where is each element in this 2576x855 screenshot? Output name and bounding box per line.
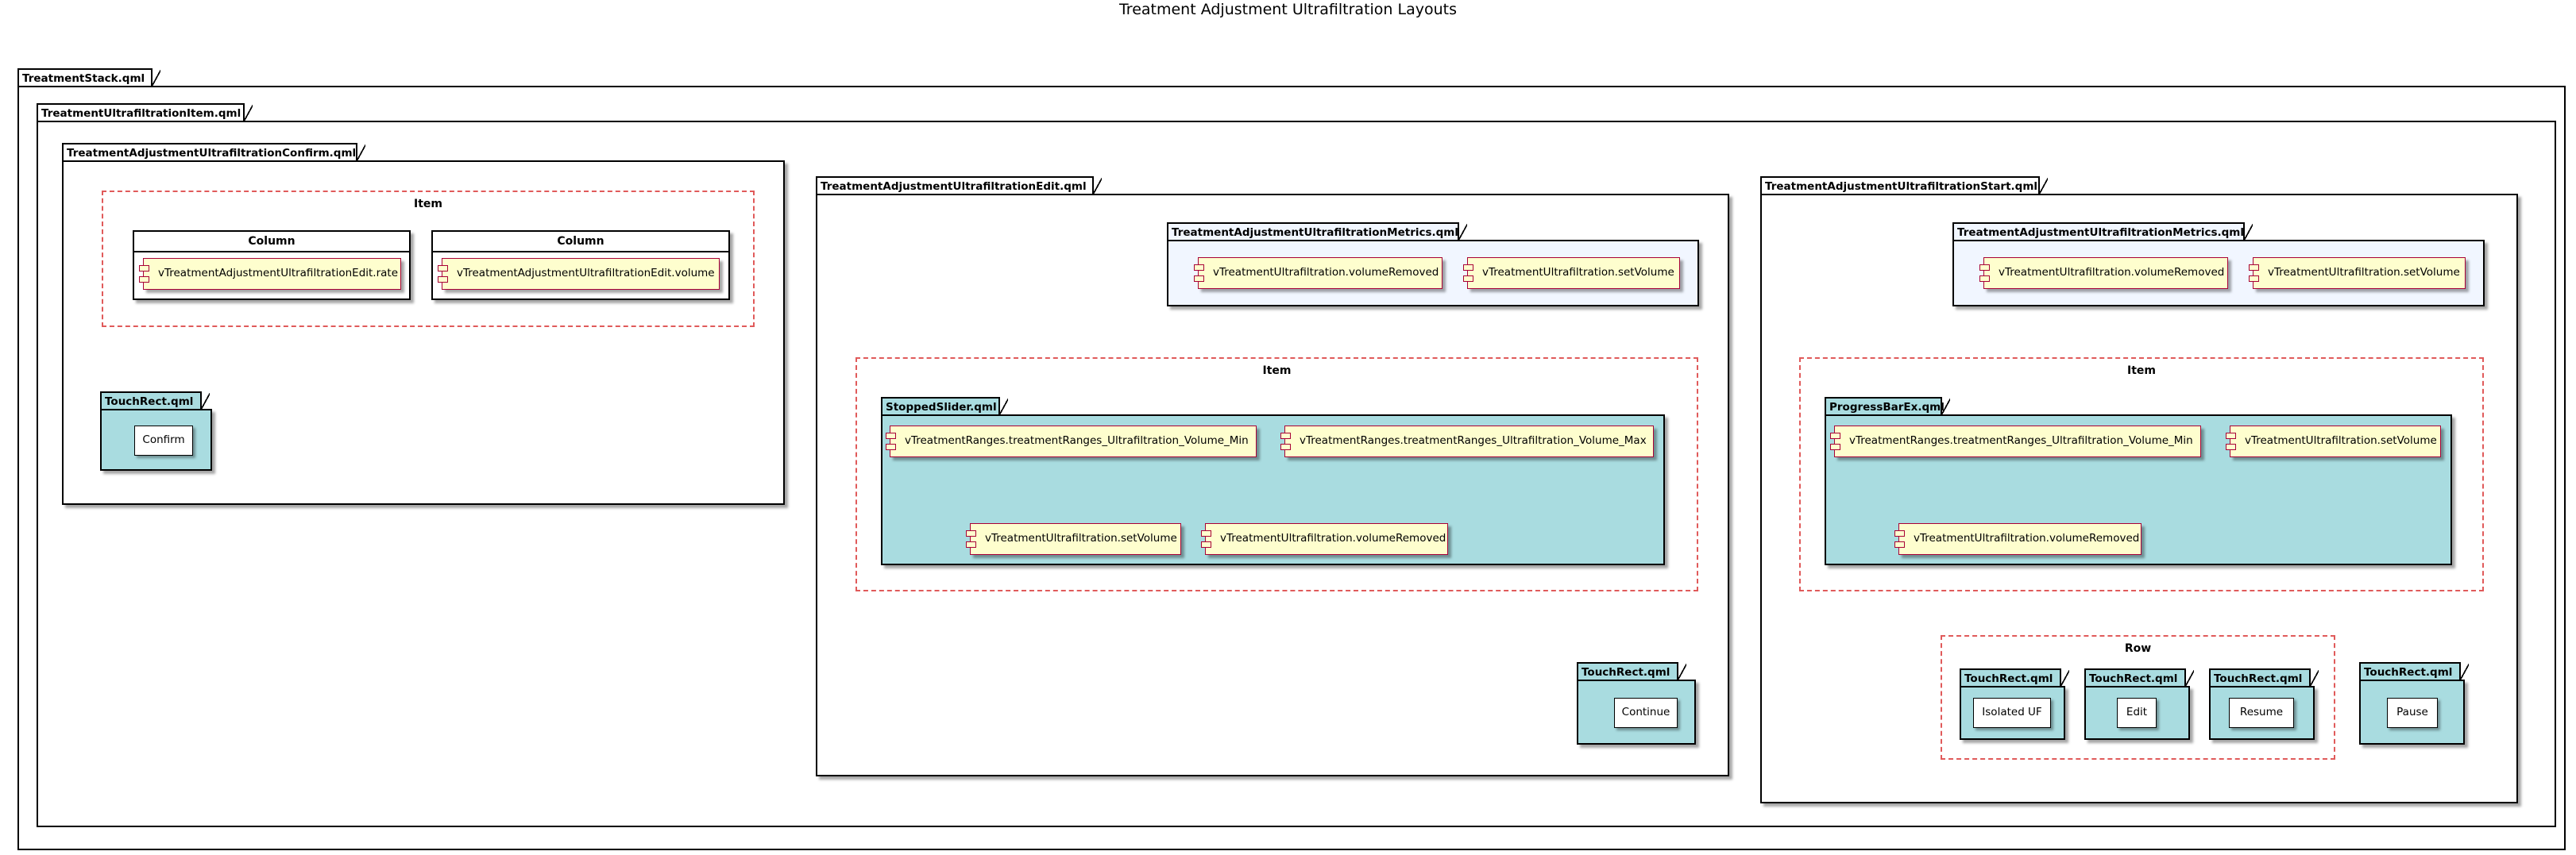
- column-title: Column: [433, 233, 728, 252]
- frame-title: Item: [414, 198, 442, 210]
- column-title: Column: [134, 233, 409, 252]
- frame-title: Row: [2124, 642, 2152, 655]
- package-tab: TreatmentStack.qml: [17, 68, 160, 87]
- component-slider-min: vTreatmentRanges.treatmentRanges_Ultrafi…: [886, 426, 1257, 457]
- component-progress-set-volume: vTreatmentUltrafiltration.setVolume: [2226, 426, 2441, 457]
- edit-button[interactable]: Edit: [2117, 698, 2157, 728]
- pause-button[interactable]: Pause: [2387, 698, 2438, 728]
- package-tab: TreatmentAdjustmentUltrafiltrationMetric…: [1167, 222, 1467, 241]
- frame-title: Item: [1262, 364, 1292, 377]
- package-tab: StoppedSlider.qml: [881, 397, 1008, 416]
- continue-button[interactable]: Continue: [1614, 698, 1678, 728]
- component-slider-volume-removed: vTreatmentUltrafiltration.volumeRemoved: [1201, 523, 1448, 555]
- package-tab: TreatmentUltrafiltrationItem.qml: [37, 103, 253, 122]
- package-tab: TreatmentAdjustmentUltrafiltrationEdit.q…: [816, 176, 1102, 195]
- diagram-title: Treatment Adjustment Ultrafiltration Lay…: [1118, 1, 1457, 18]
- isolated-uf-button[interactable]: Isolated UF: [1973, 698, 2051, 728]
- package-tab: TouchRect.qml: [2209, 668, 2319, 687]
- component-edit-volume: vTreatmentAdjustmentUltrafiltrationEdit.…: [438, 258, 720, 290]
- resume-button[interactable]: Resume: [2229, 698, 2294, 728]
- package-tab: TouchRect.qml: [1960, 668, 2069, 687]
- package-tab: TouchRect.qml: [100, 391, 210, 410]
- component-slider-set-volume: vTreatmentUltrafiltration.setVolume: [966, 523, 1181, 555]
- component-start-set-volume: vTreatmentUltrafiltration.setVolume: [2249, 257, 2466, 289]
- package-tab: TouchRect.qml: [2359, 662, 2469, 681]
- package-tab: TreatmentAdjustmentUltrafiltrationStart.…: [1760, 176, 2048, 195]
- component-progress-min: vTreatmentRanges.treatmentRanges_Ultrafi…: [1830, 426, 2201, 457]
- package-tab: TreatmentAdjustmentUltrafiltrationMetric…: [1952, 222, 2253, 241]
- package-tab: TouchRect.qml: [1577, 662, 1686, 681]
- package-tab: TreatmentAdjustmentUltrafiltrationConfir…: [62, 143, 365, 162]
- confirm-button[interactable]: Confirm: [134, 426, 193, 456]
- package-tab: ProgressBarEx.qml: [1825, 397, 1950, 416]
- component-edit-rate: vTreatmentAdjustmentUltrafiltrationEdit.…: [139, 258, 401, 290]
- component-progress-volume-removed: vTreatmentUltrafiltration.volumeRemoved: [1894, 523, 2142, 555]
- component-slider-max: vTreatmentRanges.treatmentRanges_Ultrafi…: [1280, 426, 1654, 457]
- frame-title: Item: [2127, 364, 2156, 377]
- package-tab: TouchRect.qml: [2084, 668, 2194, 687]
- package-body: [100, 409, 212, 471]
- component-edit-volume-removed: vTreatmentUltrafiltration.volumeRemoved: [1194, 257, 1442, 289]
- component-edit-set-volume: vTreatmentUltrafiltration.setVolume: [1463, 257, 1680, 289]
- component-start-volume-removed: vTreatmentUltrafiltration.volumeRemoved: [1979, 257, 2228, 289]
